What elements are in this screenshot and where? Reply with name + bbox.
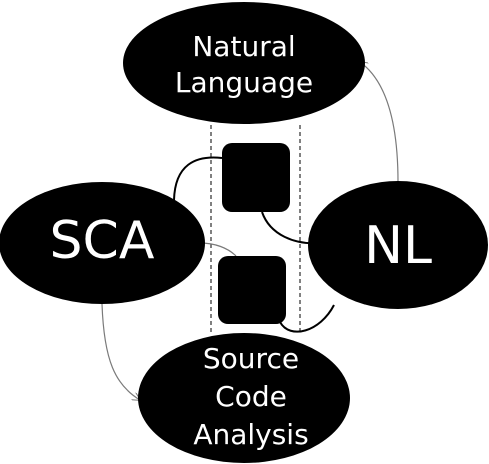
source-code-analysis-ellipse [138,333,350,463]
node-source-code-analysis: Source Code Analysis [138,333,350,463]
arrow-sca-to-lower-box [199,242,237,257]
lower-middle-box [218,256,286,324]
connector-lower-box-to-nl [279,304,335,333]
arrow-nl-to-natural-language [360,62,399,183]
sca-label: SCA [50,211,155,271]
source-code-analysis-label-line-1: Source [203,342,299,375]
natural-language-label-line-2: Language [175,66,313,99]
natural-language-label-line-1: Natural [192,30,295,63]
nl-label: NL [364,216,432,276]
nl-ellipse [308,181,488,309]
source-code-analysis-label-line-2: Code [215,380,287,413]
source-code-analysis-label-line-3: Analysis [193,418,308,451]
arrow-sca-to-source-code-analysis [101,303,140,400]
sca-ellipse [0,182,205,304]
connector-sca-to-upper-box [173,156,223,201]
node-sca: SCA [0,182,205,304]
node-natural-language: Natural Language [123,2,365,124]
natural-language-ellipse [123,2,365,124]
upper-middle-box [222,143,290,212]
node-nl: NL [308,181,488,309]
